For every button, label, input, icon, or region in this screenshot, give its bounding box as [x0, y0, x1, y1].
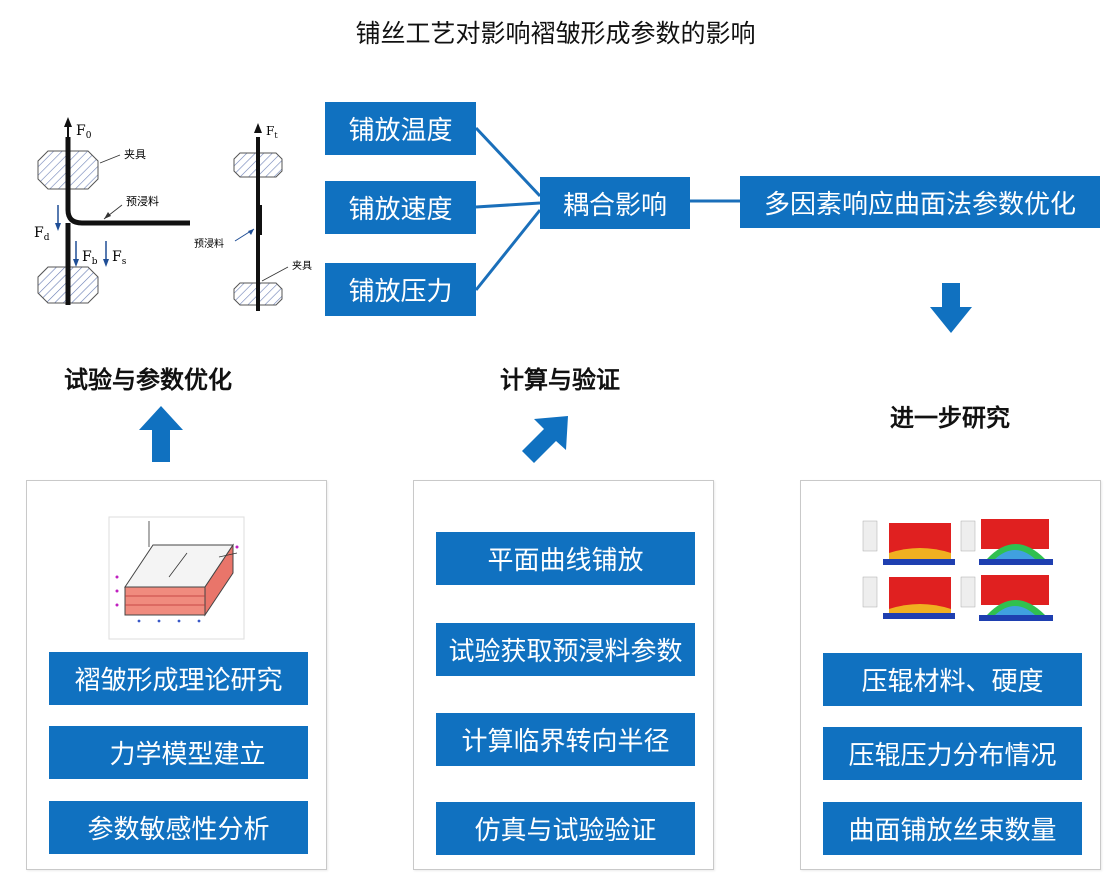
- connector-lines: [474, 126, 740, 291]
- sim-cell-4: [960, 575, 1053, 621]
- fiber-path: [65, 137, 190, 226]
- laminate-figure: [108, 516, 245, 640]
- param-box-temperature: 铺放温度: [325, 102, 476, 155]
- right-item-tow-count: 曲面铺放丝束数量: [823, 802, 1082, 855]
- mechanics-figure: F0 夹具 预浸料 Fd Fb Fs Ft 预浸料 夹具: [34, 117, 312, 311]
- middle-item-critical-radius: 计算临界转向半径: [436, 713, 695, 766]
- right-item-roller-pressure: 压辊压力分布情况: [823, 727, 1082, 780]
- label-Fb: Fb: [82, 249, 98, 267]
- heading-left: 试验与参数优化: [64, 366, 232, 394]
- up-arrow: [139, 406, 183, 462]
- panel-left: 褶皱形成理论研究 力学模型建立 参数敏感性分析: [26, 480, 327, 870]
- panel-right: 压辊材料、硬度 压辊压力分布情况 曲面铺放丝束数量: [800, 480, 1101, 870]
- heading-right: 进一步研究: [890, 404, 1010, 432]
- param-box-speed: 铺放速度: [325, 181, 476, 234]
- label-Ft: Ft: [266, 124, 278, 140]
- label-prepreg-right: 预浸料: [194, 237, 224, 250]
- optimization-box: 多因素响应曲面法参数优化: [740, 176, 1100, 228]
- panel-middle: 平面曲线铺放 试验获取预浸料参数 计算临界转向半径 仿真与试验验证: [413, 480, 714, 870]
- middle-item-prepreg-params: 试验获取预浸料参数: [436, 623, 695, 676]
- sim-cell-2: [960, 519, 1053, 565]
- middle-item-validation: 仿真与试验验证: [436, 802, 695, 855]
- left-item-mechanics-model: 力学模型建立: [49, 726, 308, 779]
- middle-item-curve-placement: 平面曲线铺放: [436, 532, 695, 585]
- right-item-roller-material: 压辊材料、硬度: [823, 653, 1082, 706]
- label-prepreg-left: 预浸料: [126, 194, 159, 208]
- left-item-wrinkle-theory: 褶皱形成理论研究: [49, 652, 308, 705]
- sim-cell-1: [862, 520, 955, 565]
- sim-cell-3: [862, 576, 955, 619]
- label-clamp-right: 夹具: [292, 259, 312, 272]
- diagram-title: 铺丝工艺对影响褶皱形成参数的影响: [355, 19, 756, 48]
- param-box-pressure: 铺放压力: [325, 263, 476, 316]
- label-Fs: Fs: [112, 249, 127, 267]
- label-Fd: Fd: [34, 225, 50, 243]
- diagonal-arrow: [522, 416, 568, 463]
- down-arrow: [930, 283, 972, 333]
- left-item-sensitivity: 参数敏感性分析: [49, 801, 308, 854]
- label-clamp-left: 夹具: [124, 148, 146, 161]
- simulation-figure: [862, 519, 1053, 621]
- label-F0: F0: [76, 123, 92, 141]
- coupling-box: 耦合影响: [540, 177, 690, 229]
- heading-middle: 计算与验证: [500, 366, 620, 394]
